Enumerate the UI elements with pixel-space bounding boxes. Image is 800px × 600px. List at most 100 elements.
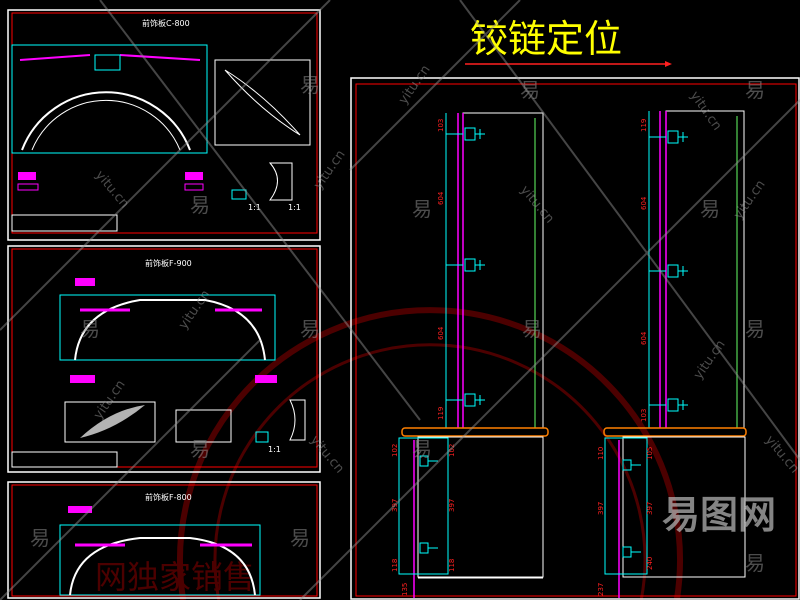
cad-line <box>99 0 421 421</box>
dimension-label: 604 <box>640 196 648 210</box>
label: 易 <box>700 197 720 221</box>
dimension-label: 135 <box>401 583 409 596</box>
label: 易 <box>300 317 320 341</box>
main-title: 铰链定位 <box>470 17 622 61</box>
label: 1:1 <box>288 203 301 212</box>
cad-line <box>75 278 95 286</box>
cad-line <box>19 54 201 61</box>
cad-line <box>7 9 321 241</box>
label: 1:1 <box>248 203 261 212</box>
cad-line <box>459 0 800 461</box>
upper-cabinet-right: 119 604 604 103 <box>640 110 745 429</box>
cad-line <box>464 127 485 141</box>
cad-line <box>69 537 256 596</box>
cad-line <box>622 436 746 578</box>
cad-line <box>667 264 688 278</box>
cad-line <box>398 437 449 575</box>
label: 1:1 <box>268 445 281 454</box>
dimension-label: 240 <box>646 557 654 570</box>
drawing-frame <box>350 77 800 600</box>
cad-line <box>17 183 39 191</box>
label: yitu.cn <box>176 288 214 333</box>
dimension-label: 604 <box>437 326 445 340</box>
cad-line <box>11 484 318 597</box>
label: 易 <box>520 78 540 102</box>
dimension-label: 103 <box>640 409 648 422</box>
dimension-label: 118 <box>448 559 456 572</box>
label: 易 <box>522 317 542 341</box>
cad-line <box>255 375 277 383</box>
cad-line <box>604 437 648 575</box>
lower-cabinet-right: 110 397 237 105 397 240 <box>597 436 746 598</box>
cad-line <box>11 451 118 468</box>
dimension-label: 397 <box>597 502 605 515</box>
cad-line <box>464 258 485 272</box>
cad-line <box>185 172 203 180</box>
cad-line <box>417 436 544 578</box>
cad-line <box>64 401 156 443</box>
label: yitu.cn <box>396 63 434 108</box>
cad-line <box>622 459 641 471</box>
dimension-label: 397 <box>391 499 399 512</box>
label: 易 <box>300 73 320 97</box>
cad-line <box>419 542 438 554</box>
cad-line <box>18 172 36 180</box>
cad-line <box>464 393 485 407</box>
dimension-label: 102 <box>391 444 399 457</box>
dimension-label: 604 <box>640 331 648 345</box>
countertop-left <box>401 427 549 437</box>
label: 易 <box>30 526 50 550</box>
label: 易 <box>412 197 432 221</box>
cad-line <box>622 459 641 558</box>
lower-cabinet-left: 102 397 118 102 397 118 135 <box>391 436 544 598</box>
dimension-label: 119 <box>640 119 648 132</box>
label: 易 <box>190 193 210 217</box>
cad-line <box>184 183 204 191</box>
label: yitu.cn <box>762 433 800 476</box>
cad-line <box>11 44 208 154</box>
cad-line <box>349 0 521 171</box>
label: yitu.cn <box>691 338 729 383</box>
stamp-text: 网独家销售 <box>95 558 255 596</box>
cad-line <box>214 59 311 146</box>
cad-line <box>59 524 261 596</box>
sheet-f900: 前饰板F-900 1:1 <box>7 245 321 473</box>
label: 易 <box>745 317 765 341</box>
sheet-c800: 前饰板C-800 1:1 1:1 <box>7 9 321 241</box>
cad-line <box>255 431 269 443</box>
cad-line <box>213 343 647 600</box>
sheet-title: 前饰板F-900 <box>145 258 192 268</box>
cad-line <box>649 130 688 412</box>
upper-cabinet-left: 103 604 604 119 <box>437 112 544 429</box>
cad-line <box>31 99 181 151</box>
cad-line <box>231 189 247 200</box>
brand-watermark: 易图网 <box>662 493 776 537</box>
cad-line <box>224 69 301 136</box>
cad-line <box>355 83 797 597</box>
cad-line <box>268 162 293 201</box>
countertop-right <box>603 427 747 437</box>
cad-line <box>11 214 118 232</box>
dimension-label: 103 <box>437 119 445 132</box>
cad-line <box>0 339 261 600</box>
cad-line <box>649 136 666 406</box>
cad-line <box>419 455 438 554</box>
label: 易 <box>745 551 765 575</box>
label: 易 <box>190 437 210 461</box>
label: yitu.cn <box>307 433 347 476</box>
cad-line <box>94 54 121 71</box>
cad-line <box>74 299 266 361</box>
cad-line <box>175 409 232 443</box>
label: 易 <box>745 78 765 102</box>
label: 易 <box>412 437 432 461</box>
dimension-label: 119 <box>437 407 445 420</box>
dimension-label: 105 <box>646 447 654 460</box>
cad-line <box>11 248 318 468</box>
cad-line <box>0 0 331 331</box>
cad-line <box>299 99 800 600</box>
cad-line <box>70 375 95 383</box>
label: 易 <box>80 317 100 341</box>
cad-line <box>68 506 92 513</box>
sheet-title: 前饰板C-800 <box>142 18 190 28</box>
